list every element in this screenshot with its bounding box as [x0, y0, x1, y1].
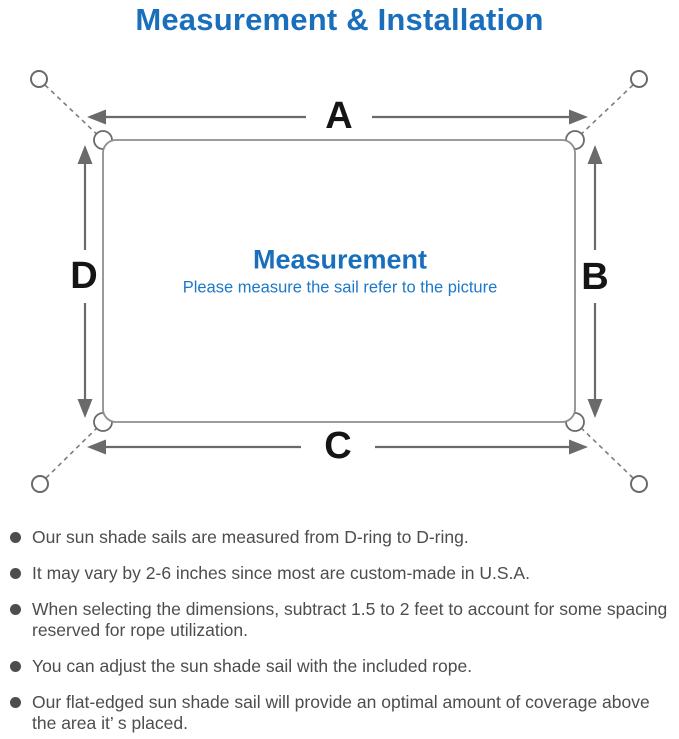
note-line: You can adjust the sun shade sail with t… [32, 656, 473, 676]
dimension-arrow-d [77, 145, 93, 418]
anchor-ring-icon-top-right [630, 70, 648, 88]
note-line: It may vary by 2-6 inches since most are… [32, 563, 530, 583]
dimension-label-c: C [324, 425, 352, 467]
dimension-label-a: A [325, 95, 353, 137]
bullet-icon [10, 661, 21, 672]
diagram-canvas [30, 70, 648, 493]
dimension-arrow-c [87, 439, 588, 455]
note-text: It may vary by 2-6 inches since most are… [32, 563, 673, 584]
rope-line-bottom-left [45, 421, 104, 479]
dimension-label-b: B [581, 256, 609, 298]
bullet-icon [10, 697, 21, 708]
anchor-ring-icon-top-left [30, 70, 48, 88]
bullet-icon [10, 568, 21, 579]
note-text: Our sun shade sails are measured from D-… [32, 527, 673, 548]
dimension-arrow-b [587, 145, 603, 418]
dimension-arrows [77, 109, 603, 455]
rope-line-bottom-right [574, 421, 634, 479]
list-item: You can adjust the sun shade sail with t… [8, 656, 673, 677]
note-line: Our sun shade sails are measured from D-… [32, 527, 469, 547]
note-text: When selecting the dimensions, subtract … [32, 599, 673, 641]
page-title: Measurement & Installation [135, 2, 544, 37]
note-line: Our flat-edged sun shade sail will provi… [32, 692, 650, 712]
note-text: Our flat-edged sun shade sail will provi… [32, 692, 673, 734]
bullet-icon [10, 604, 21, 615]
rope-line-top-right [574, 84, 634, 141]
anchor-ring-icon-bottom-right [630, 475, 648, 493]
sail-outline [102, 139, 576, 423]
note-line: When selecting the dimensions, subtract … [32, 599, 668, 619]
note-line: the area it’ s placed. [32, 713, 188, 733]
list-item: When selecting the dimensions, subtract … [8, 599, 673, 641]
measurement-diagram: A B C D Measurement Please measure the s… [0, 60, 679, 520]
bullet-icon [10, 532, 21, 543]
note-text: You can adjust the sun shade sail with t… [32, 656, 673, 677]
anchor-ring-icon-bottom-left [31, 475, 49, 493]
notes-list: Our sun shade sails are measured from D-… [8, 527, 673, 739]
diagram-center-subtitle: Please measure the sail refer to the pic… [182, 278, 498, 297]
list-item: Our flat-edged sun shade sail will provi… [8, 692, 673, 734]
rope-line-top-left [44, 84, 104, 141]
dimension-label-d: D [70, 255, 98, 297]
dimension-arrow-a [87, 109, 588, 125]
list-item: It may vary by 2-6 inches since most are… [8, 563, 673, 584]
list-item: Our sun shade sails are measured from D-… [8, 527, 673, 548]
anchor-rings [30, 70, 648, 493]
diagram-center-title: Measurement [252, 244, 428, 275]
note-line: reserved for rope utilization. [32, 620, 248, 640]
